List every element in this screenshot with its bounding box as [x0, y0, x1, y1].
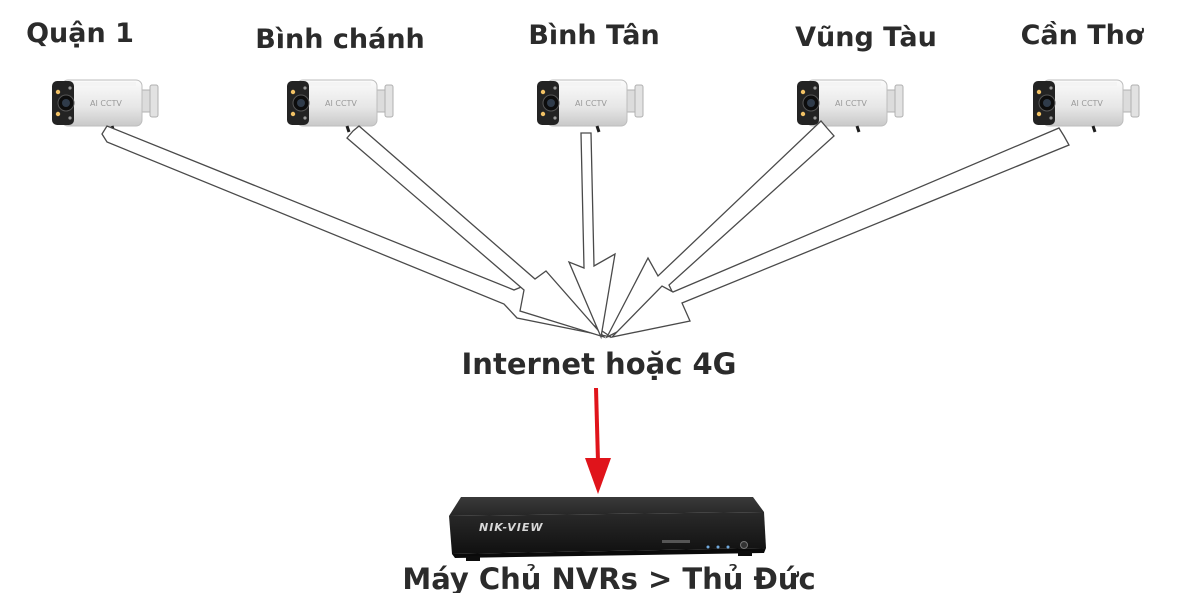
location-label-can-tho: Cần Thơ [1021, 20, 1145, 51]
bullet-camera-icon: AI CCTV [50, 78, 160, 134]
red-down-arrow [585, 387, 611, 494]
camera-brand-text: AI CCTV [325, 99, 357, 108]
bullet-camera-icon: AI CCTV [1031, 78, 1141, 134]
server-label: Máy Chủ NVRs > Thủ Đức [402, 562, 815, 593]
location-label-vung-tau: Vũng Tàu [795, 22, 937, 53]
camera-brand-text: AI CCTV [1071, 99, 1103, 108]
hub-label: Internet hoặc 4G [462, 347, 737, 381]
bullet-camera-icon: AI CCTV [535, 78, 645, 134]
arrow-binh-tan [567, 132, 616, 340]
nvr-brand-text: NIK-VIEW [479, 521, 543, 534]
camera-brand-text: AI CCTV [575, 99, 607, 108]
camera-brand-text: AI CCTV [835, 99, 867, 108]
location-label-quan-1: Quận 1 [26, 18, 134, 49]
arrow-binh-chanh [346, 125, 607, 339]
bullet-camera-icon: AI CCTV [285, 78, 395, 134]
location-label-binh-chanh: Bình chánh [255, 24, 425, 55]
arrow-quan-1 [101, 125, 612, 338]
bullet-camera-icon: AI CCTV [795, 78, 905, 134]
arrow-vung-tau [605, 120, 835, 339]
arrow-can-tho [610, 127, 1070, 339]
nvr-recorder-icon: NIK-VIEW [449, 497, 766, 561]
location-label-binh-tan: Bình Tân [528, 20, 659, 51]
camera-brand-text: AI CCTV [90, 99, 122, 108]
connection-arrows [101, 120, 1070, 340]
